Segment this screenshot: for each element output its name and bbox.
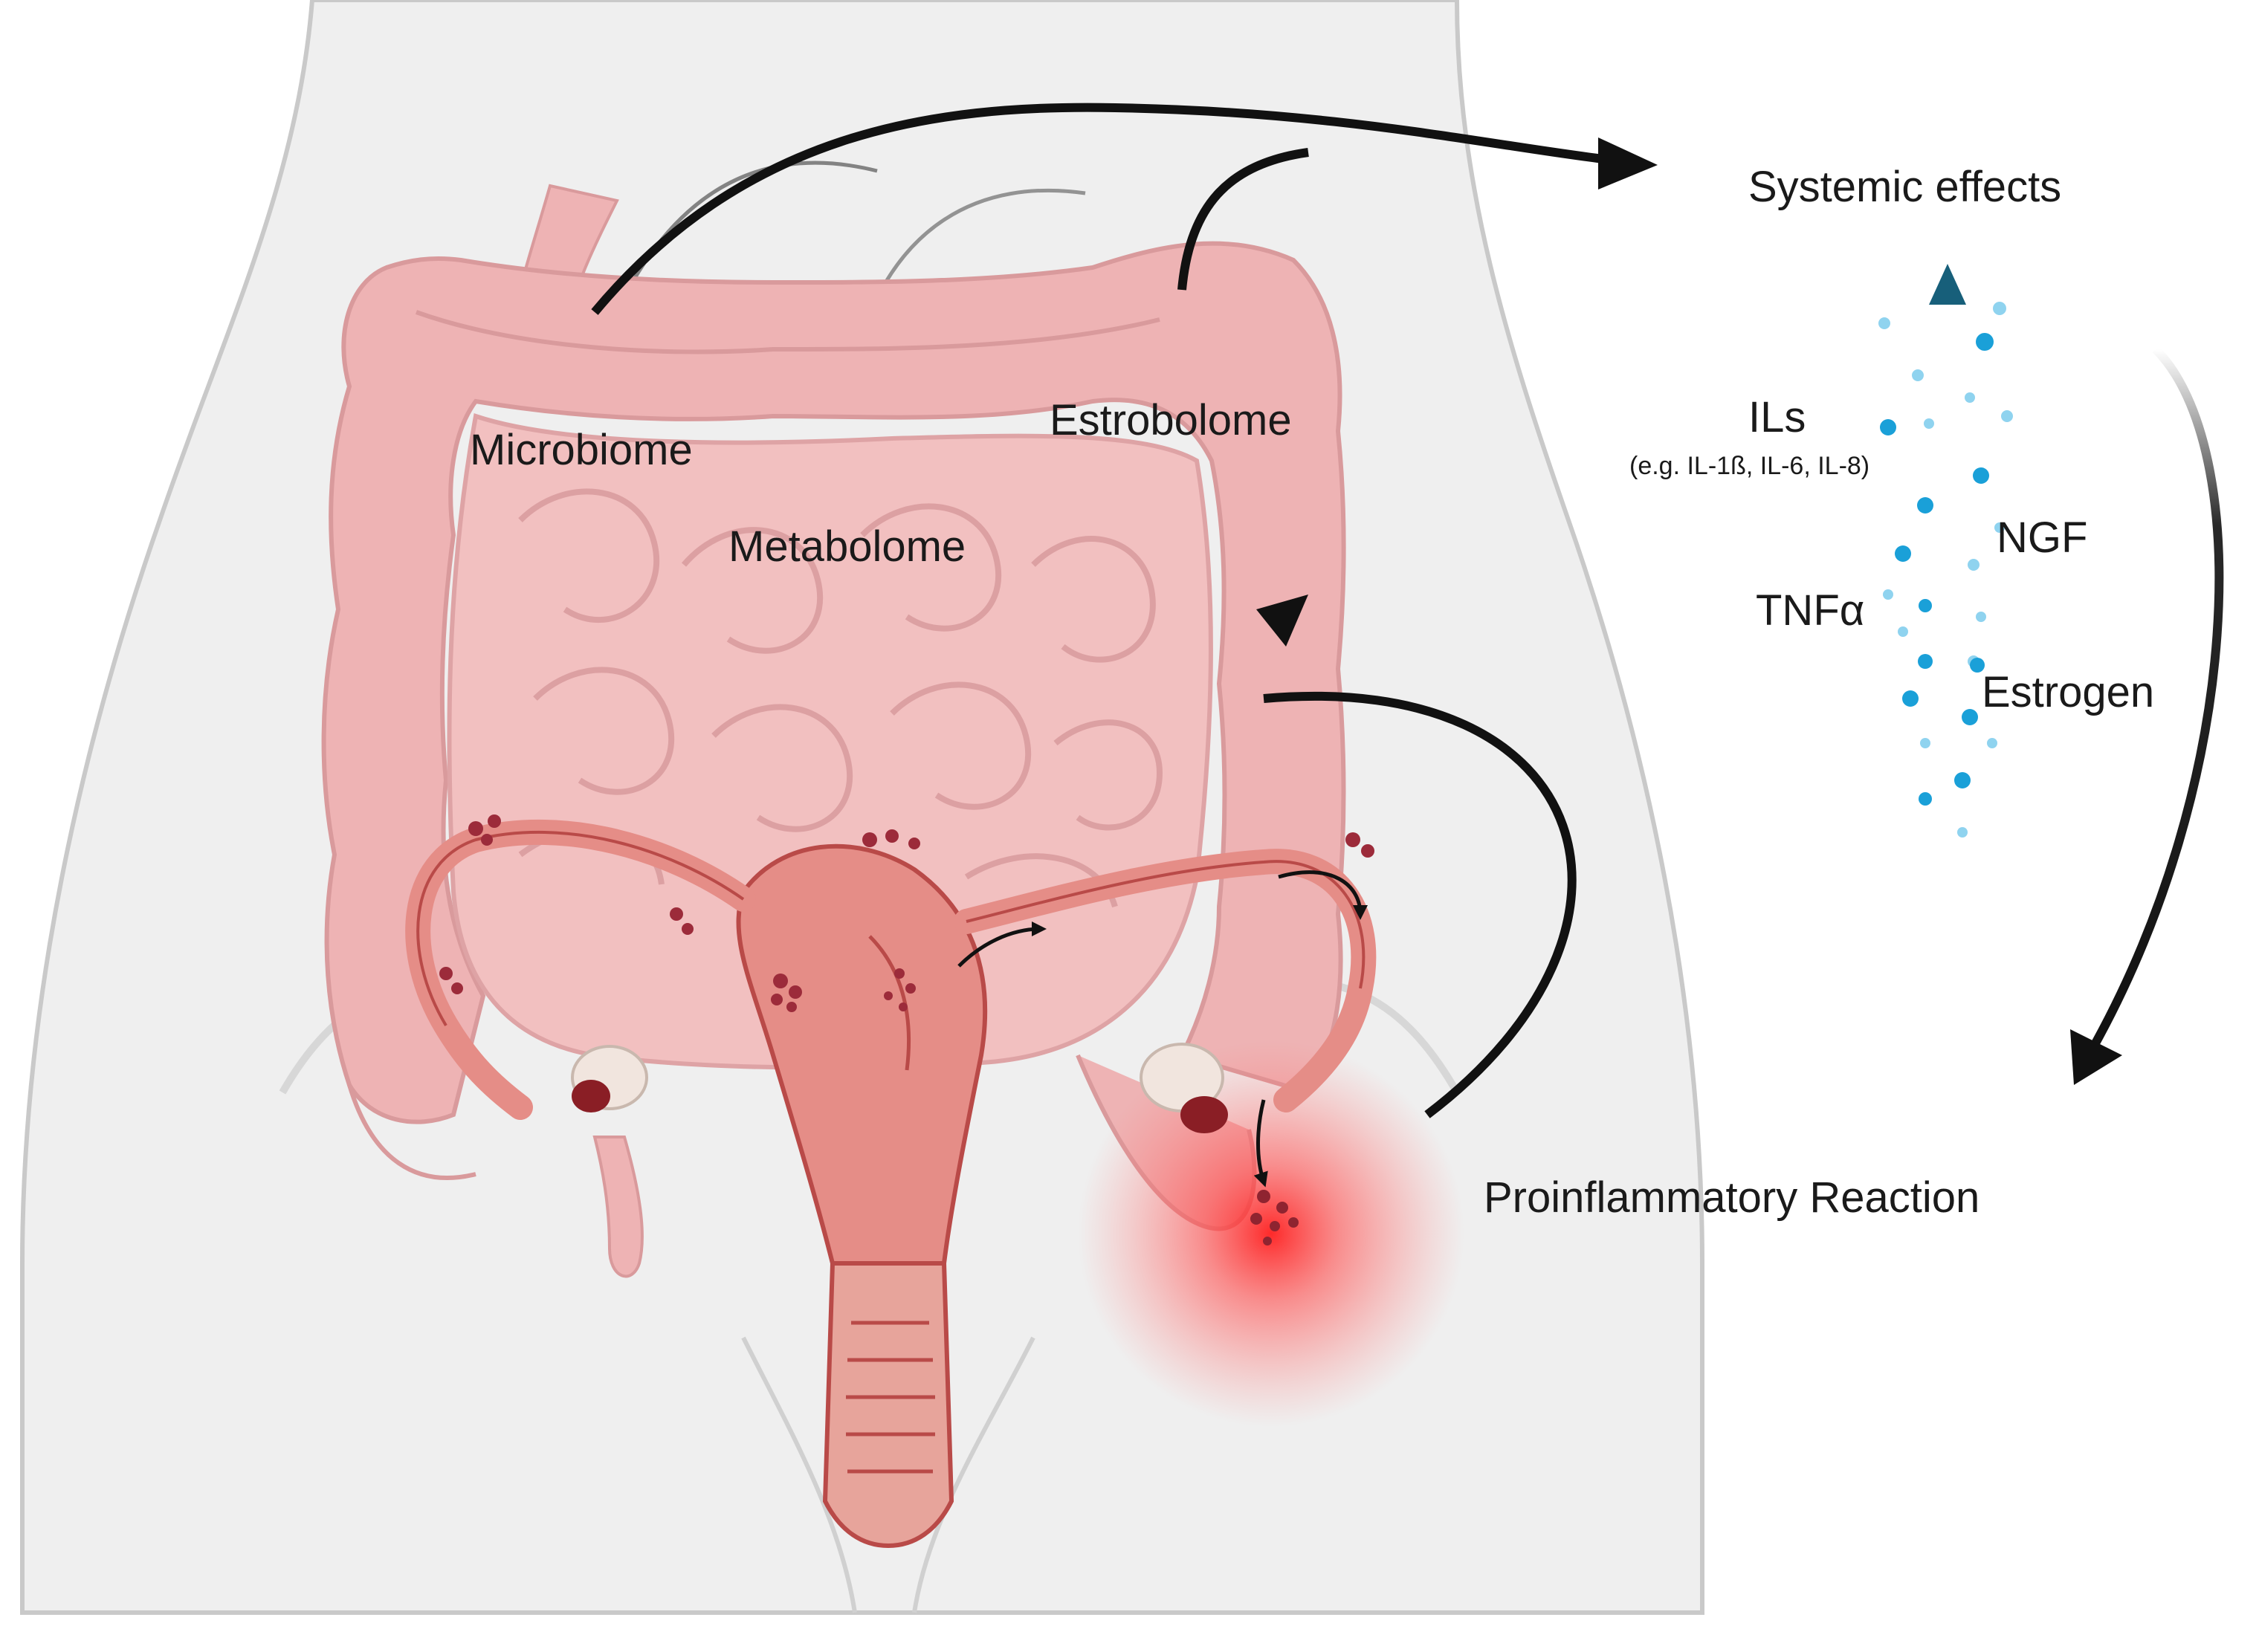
- colon-loop: [347, 1084, 476, 1180]
- label-ils-examples: (e.g. IL-1ß, IL-6, IL-8): [1629, 452, 1870, 480]
- left-tube-outline: [416, 831, 745, 1027]
- arrow-estrobolome: [1177, 148, 1309, 291]
- flow-arrow: [1253, 1099, 1268, 1188]
- arrow-head-top: [1256, 595, 1308, 647]
- curve-line: [607, 161, 878, 328]
- arrow-to-systemic: [591, 103, 1610, 315]
- label-ngf: NGF: [1997, 514, 2088, 562]
- uterus: [736, 843, 988, 1549]
- large-intestine: [321, 241, 1346, 1124]
- label-tnf: TNFα: [1756, 586, 1865, 635]
- arrow-bidirectional: [1263, 691, 1577, 1118]
- signal-arrow-head: [1929, 264, 1966, 305]
- arrow-to-proinflammatory: [2084, 346, 2224, 1057]
- lesion-cluster: [1250, 1190, 1299, 1246]
- label-metabolome: Metabolome: [728, 522, 966, 571]
- arrow-head-systemic: [1598, 137, 1658, 190]
- appendix: [592, 1136, 644, 1278]
- signal-dots: [1878, 302, 2013, 838]
- lesions: [439, 814, 1374, 1012]
- label-estrogen: Estrogen: [1982, 668, 2155, 716]
- label-ils: ILs: [1748, 393, 1806, 441]
- label-estrobolome: Estrobolome: [1050, 396, 1292, 444]
- left-ovary-cyst: [572, 1080, 610, 1112]
- arrow-head-proinflammatory: [2070, 1029, 2122, 1085]
- flow-arrow: [1278, 870, 1368, 920]
- flow-arrow: [957, 921, 1047, 968]
- inflammation-glow: [1078, 1040, 1464, 1427]
- label-systemic-effects: Systemic effects: [1748, 163, 2062, 211]
- right-ovary-cyst: [1180, 1096, 1228, 1133]
- label-proinflammatory-reaction: Proinflammatory Reaction: [1484, 1173, 1980, 1222]
- label-microbiome: Microbiome: [470, 426, 693, 474]
